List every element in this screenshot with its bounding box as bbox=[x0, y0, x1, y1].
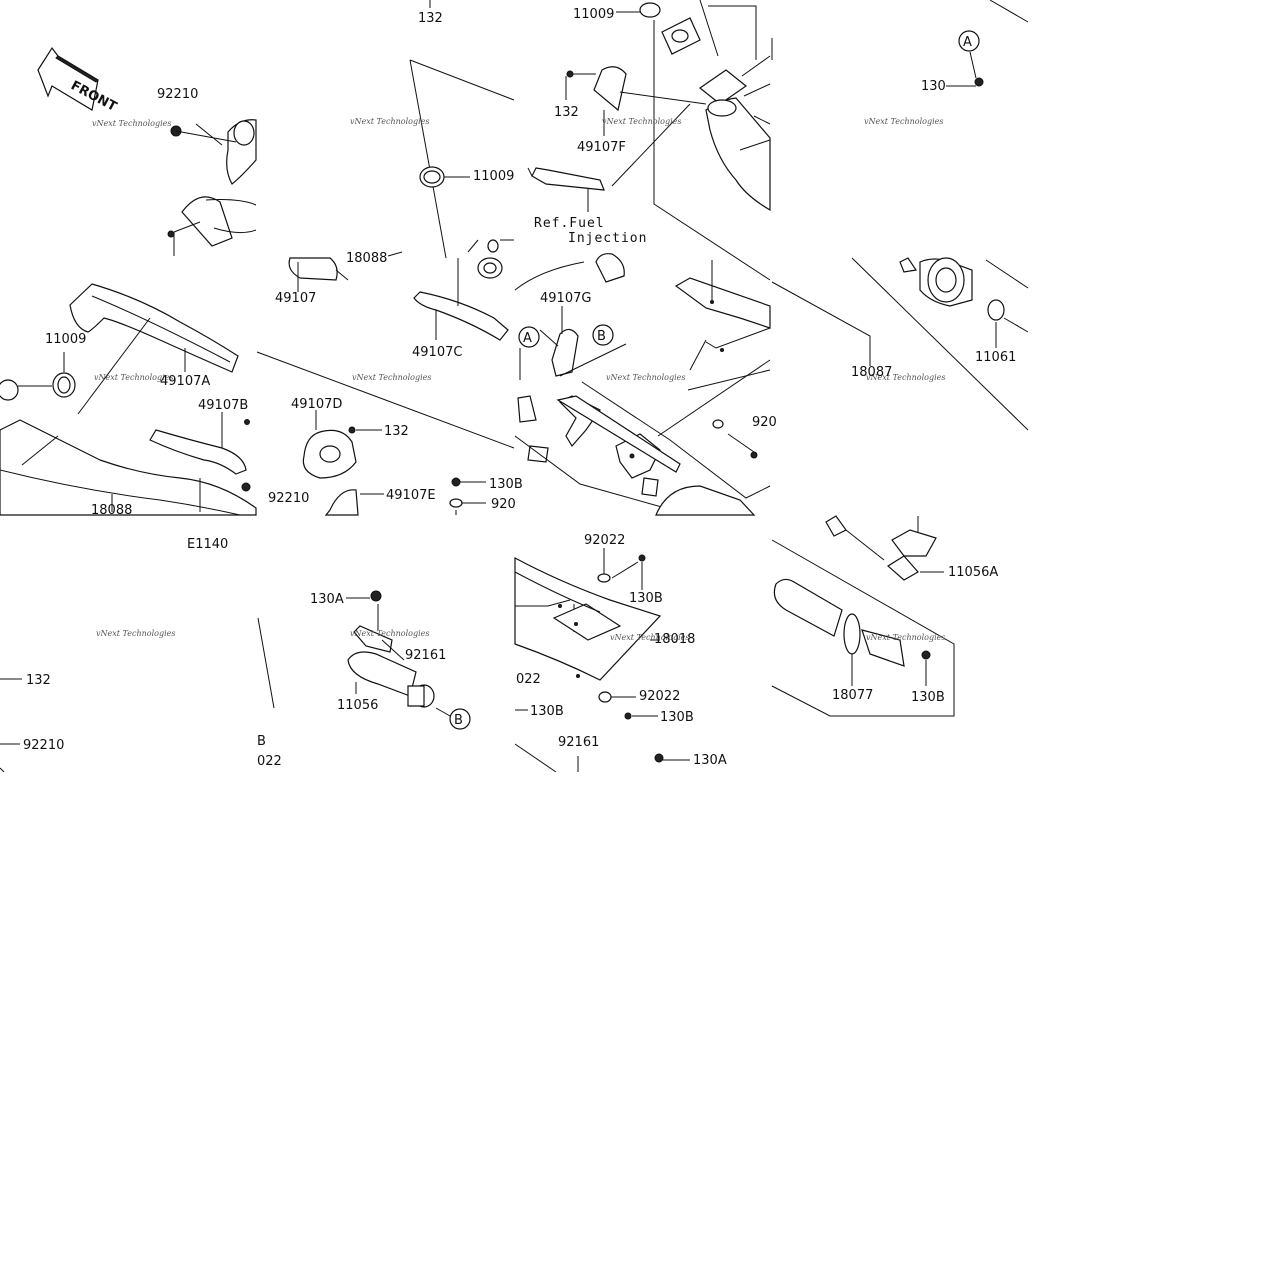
part-label-11061: 11061 bbox=[975, 350, 1016, 365]
front-arrow-badge: FRONT bbox=[37, 46, 119, 115]
tile-top-right: vNext Technologies vNext Technologies bbox=[771, 0, 1029, 431]
watermark-4: vNext Technologies bbox=[352, 373, 431, 382]
part-label-11056: 11056 bbox=[337, 698, 378, 713]
part-label-132: 132 bbox=[554, 105, 579, 120]
part-label-92022: 92022 bbox=[584, 533, 625, 548]
part-labels: 132 11009 92210 132 49107F 130 11009 Ref… bbox=[23, 7, 1016, 769]
watermark-6: vNext Technologies bbox=[606, 373, 685, 382]
part-label-49107: 49107 bbox=[275, 291, 316, 306]
part-label-92210: 92210 bbox=[157, 87, 198, 102]
watermark-3: vNext Technologies bbox=[350, 117, 429, 126]
part-label-49107A: 49107A bbox=[160, 374, 210, 389]
part-label-132: 132 bbox=[26, 673, 51, 688]
part-label-132: 132 bbox=[418, 11, 443, 26]
callout-a-top: A bbox=[963, 35, 972, 50]
watermark-7: vNext Technologies bbox=[864, 117, 943, 126]
diagram-code: E1140 bbox=[187, 537, 228, 552]
ref-note-line1: Ref.Fuel bbox=[534, 216, 605, 231]
part-label-130A: 130A bbox=[693, 753, 727, 768]
part-label-49107B: 49107B bbox=[198, 398, 248, 413]
watermark-5: vNext Technologies bbox=[602, 117, 681, 126]
part-label-18018: 18018 bbox=[654, 632, 695, 647]
part-label-18088: 18088 bbox=[91, 503, 132, 518]
part-label-11009: 11009 bbox=[473, 169, 514, 184]
part-label-92161: 92161 bbox=[558, 735, 599, 750]
callout-a-mid: A bbox=[523, 331, 532, 346]
part-label-11009: 11009 bbox=[573, 7, 614, 22]
part-label-132: 132 bbox=[384, 424, 409, 439]
part-label-130B: 130B bbox=[629, 591, 663, 606]
watermark-12: vNext Technologies bbox=[866, 633, 945, 642]
part-label-130-partial: 130B bbox=[489, 477, 523, 492]
part-label-92210: 92210 bbox=[268, 491, 309, 506]
part-label-18077: 18077 bbox=[832, 688, 873, 703]
ref-note-line2: Injection bbox=[568, 231, 647, 246]
watermark-8: vNext Technologies bbox=[866, 373, 945, 382]
part-label-49107C: 49107C bbox=[412, 345, 462, 360]
part-label-920-partial: 920 bbox=[752, 415, 777, 430]
part-label-130B: 130B bbox=[911, 690, 945, 705]
tile-bottom-right-center: vNext Technologies bbox=[514, 548, 690, 773]
part-label-49107G: 49107G bbox=[540, 291, 591, 306]
callout-b-bottom: B bbox=[454, 713, 463, 728]
part-label-11056A: 11056A bbox=[948, 565, 998, 580]
tile-top-left: FRONT vNext Technologies bbox=[0, 46, 257, 516]
part-label-920-partial: 920 bbox=[491, 497, 516, 512]
tile-bottom-left: vNext Technologies bbox=[0, 629, 175, 773]
callout-circles: A A B B bbox=[449, 30, 980, 730]
part-label-b-partial: B bbox=[257, 734, 266, 749]
part-label-130: 130 bbox=[921, 79, 946, 94]
watermark-10: vNext Technologies bbox=[350, 629, 429, 638]
tile-top-right-center: vNext Technologies vNext Technologies bbox=[514, 0, 773, 516]
tile-bottom-right: vNext Technologies bbox=[771, 515, 955, 717]
part-label-92022: 92022 bbox=[639, 689, 680, 704]
watermark-2: vNext Technologies bbox=[94, 373, 173, 382]
part-label-49107E: 49107E bbox=[386, 488, 436, 503]
part-label-130B: 130B bbox=[660, 710, 694, 725]
part-label-022-partial: 022 bbox=[516, 672, 541, 687]
part-label-92161: 92161 bbox=[405, 648, 446, 663]
watermark-1: vNext Technologies bbox=[92, 119, 171, 128]
callout-b-mid: B bbox=[597, 329, 606, 344]
watermark-11: vNext Technologies bbox=[610, 633, 689, 642]
part-label-18087: 18087 bbox=[851, 365, 892, 380]
part-label-130B: 130B bbox=[530, 704, 564, 719]
tile-bottom-middle: vNext Technologies bbox=[257, 590, 451, 717]
part-label-49107F: 49107F bbox=[577, 140, 626, 155]
part-label-130A: 130A bbox=[310, 592, 344, 607]
part-label-11009: 11009 bbox=[45, 332, 86, 347]
part-label-49107D: 49107D bbox=[291, 397, 342, 412]
part-label-022-partial: 022 bbox=[257, 754, 282, 769]
tile-top-middle: 18088 vNext Technologies vNext Technolog… bbox=[256, 0, 515, 516]
part-label-92210: 92210 bbox=[23, 738, 64, 753]
watermark-9: vNext Technologies bbox=[96, 629, 175, 638]
